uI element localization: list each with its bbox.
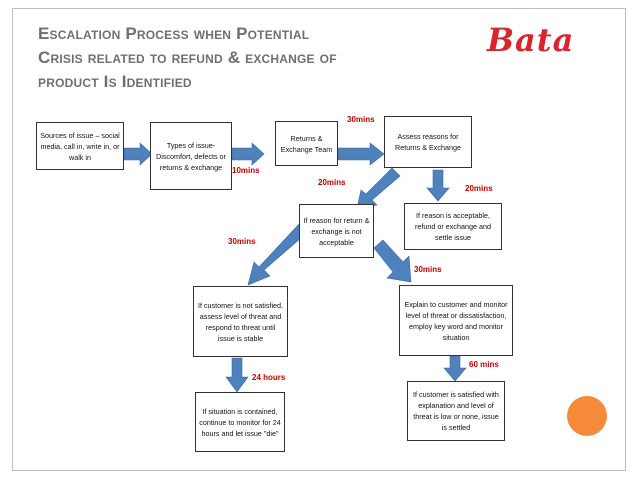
time-label-20mins-left: 20mins [318,178,346,187]
slide-title: Escalation Process when Potential Crisis… [38,22,468,94]
arrow-explain-satisfied [443,355,467,382]
arrow-sources-types [123,142,153,166]
decorative-orange-circle [567,396,607,436]
arrow-notacceptable-explain [373,239,412,283]
time-label-10mins: 10mins [232,166,260,175]
title-line-3: product Is Identified [38,72,192,91]
arrow-assess-acceptable [426,169,450,202]
time-label-30mins-top: 30mins [347,115,375,124]
time-label-24-hours: 24 hours [252,373,286,382]
node-customer-satisfied: If customer is satisfied with explanatio… [407,381,505,441]
node-customer-not-satisfied: If customer is not satisfied, assess lev… [193,286,288,357]
slide-frame [12,8,626,471]
time-label-60-mins: 60 mins [469,360,499,369]
time-label-30mins-right: 30mins [414,265,442,274]
node-reason-not-acceptable: If reason for return & exchange is not a… [299,204,374,258]
node-situation-contained: If situation is contained, continue to m… [195,392,285,452]
arrow-notsatisfied-contained [225,357,249,393]
time-label-30mins-left: 30mins [228,237,256,246]
node-sources-of-issue: Sources of issue – social media, call in… [36,122,124,170]
time-label-20mins-right: 20mins [465,184,493,193]
title-line-2: Crisis related to refund & exchange of [38,48,337,67]
node-returns-exchange-team: Returns & Exchange Team [275,121,338,166]
node-reason-acceptable: If reason is acceptable, refund or excha… [404,203,502,250]
arrow-assess-notacceptable [356,167,401,209]
node-types-of-issue: Types of issue-Discomfort, defects or re… [150,122,232,190]
node-explain-to-customer: Explain to customer and monitor level of… [399,285,513,356]
node-assess-reasons: Assess reasons for Returns & Exchange [384,116,472,168]
bata-logo-text: Bata [486,21,574,59]
bata-logo: Bata [483,20,607,60]
arrow-team-assess [337,142,385,166]
arrow-types-team [231,142,265,166]
title-line-1: Escalation Process when Potential [38,24,310,43]
